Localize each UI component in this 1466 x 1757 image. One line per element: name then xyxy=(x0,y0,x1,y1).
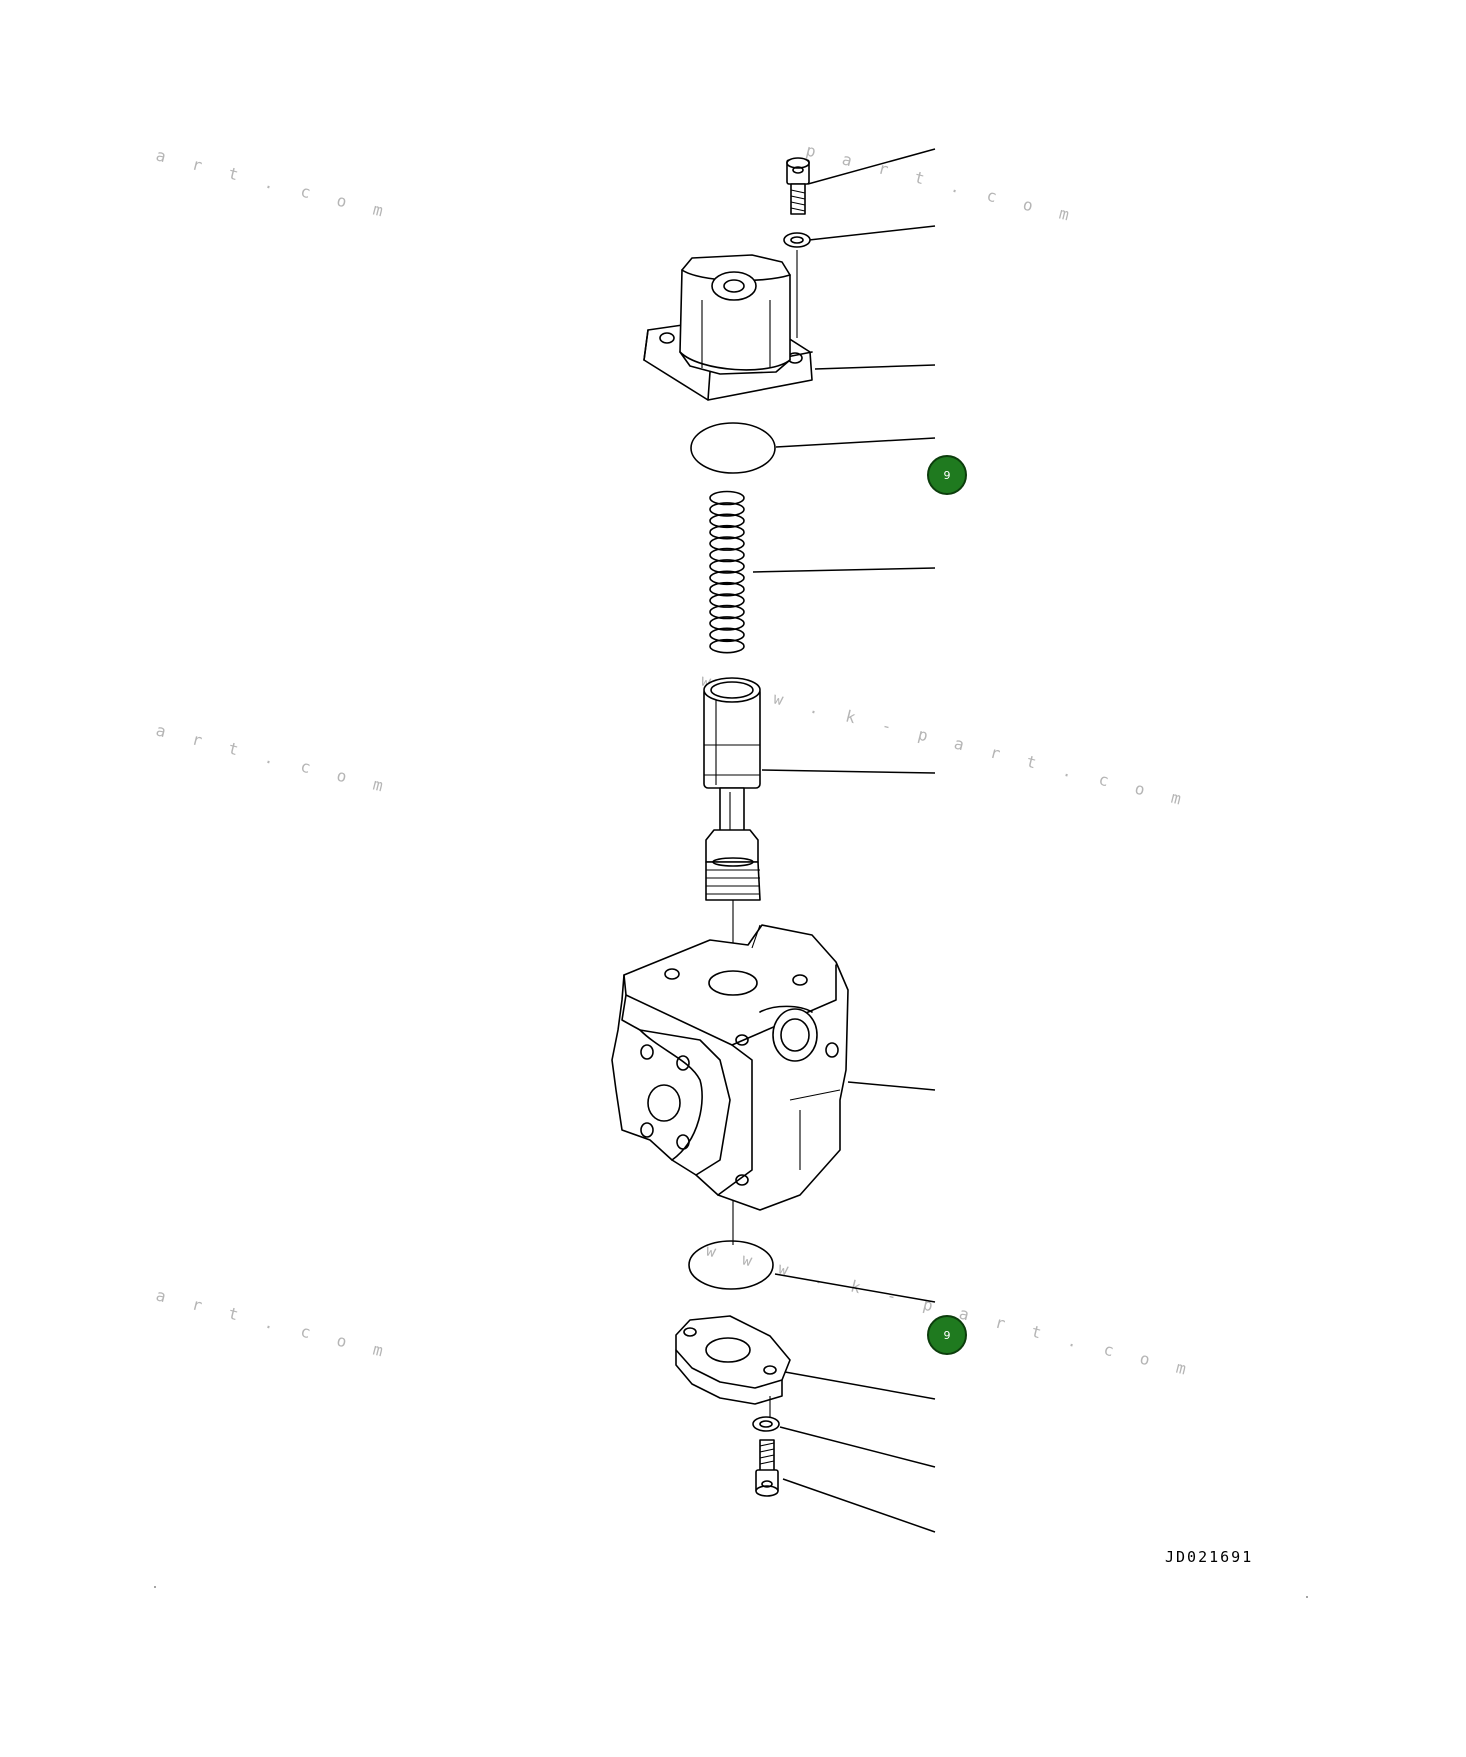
marker-9-upper[interactable]: 9 xyxy=(927,455,967,495)
watermark-text: w w w . k - p a r t . c o m xyxy=(699,670,1192,810)
lower-cap-screw xyxy=(755,1439,779,1497)
spring-coil xyxy=(709,581,745,597)
cover-housing xyxy=(643,254,813,401)
marker-label: 9 xyxy=(944,469,951,482)
watermark-text: a r t . c o m xyxy=(154,720,394,797)
leader-line xyxy=(784,1371,936,1400)
spring-coil xyxy=(709,524,745,540)
lower-washer xyxy=(752,1416,780,1432)
watermark-text: a r t . c o m xyxy=(154,145,394,222)
leader-line xyxy=(808,225,936,241)
corner-dot xyxy=(1306,1596,1308,1598)
marker-label: 9 xyxy=(944,1329,951,1342)
top-washer xyxy=(783,232,811,248)
valve-body xyxy=(611,924,849,1211)
marker-circle xyxy=(927,1315,967,1355)
corner-dot xyxy=(154,1586,156,1588)
leader-line xyxy=(782,1478,936,1533)
top-cap-screw xyxy=(786,157,810,215)
spring-coil xyxy=(709,559,745,574)
leader-line xyxy=(814,364,936,370)
valve-spool xyxy=(703,677,761,901)
lower-cover-plate xyxy=(675,1315,791,1405)
spring xyxy=(709,490,745,654)
leader-line xyxy=(761,769,936,774)
drawing-id: JD021691 xyxy=(1165,1548,1253,1566)
spring-coil xyxy=(709,513,745,529)
upper-o-ring xyxy=(690,422,776,474)
watermark-text: a r t . c o m xyxy=(154,1285,394,1362)
spring-coil xyxy=(709,593,745,608)
spring-coil xyxy=(709,547,745,563)
spring-coil xyxy=(709,490,745,506)
spring-coil xyxy=(709,627,745,643)
spring-coil xyxy=(709,536,745,551)
leader-line xyxy=(847,1081,936,1091)
spring-coil xyxy=(709,502,745,517)
spring-coil xyxy=(709,570,745,586)
watermark-text: p a r t . c o m xyxy=(804,140,1080,226)
marker-circle xyxy=(927,455,967,495)
lower-o-ring xyxy=(688,1240,774,1290)
leader-line xyxy=(774,1273,936,1303)
leader-line xyxy=(779,1426,936,1468)
spring-coil xyxy=(709,604,745,620)
leader-line xyxy=(752,567,936,573)
spring-coil xyxy=(709,638,745,654)
leader-line xyxy=(807,148,936,185)
leader-line xyxy=(775,437,936,448)
spring-coil xyxy=(709,616,745,631)
marker-9-lower[interactable]: 9 xyxy=(927,1315,967,1355)
